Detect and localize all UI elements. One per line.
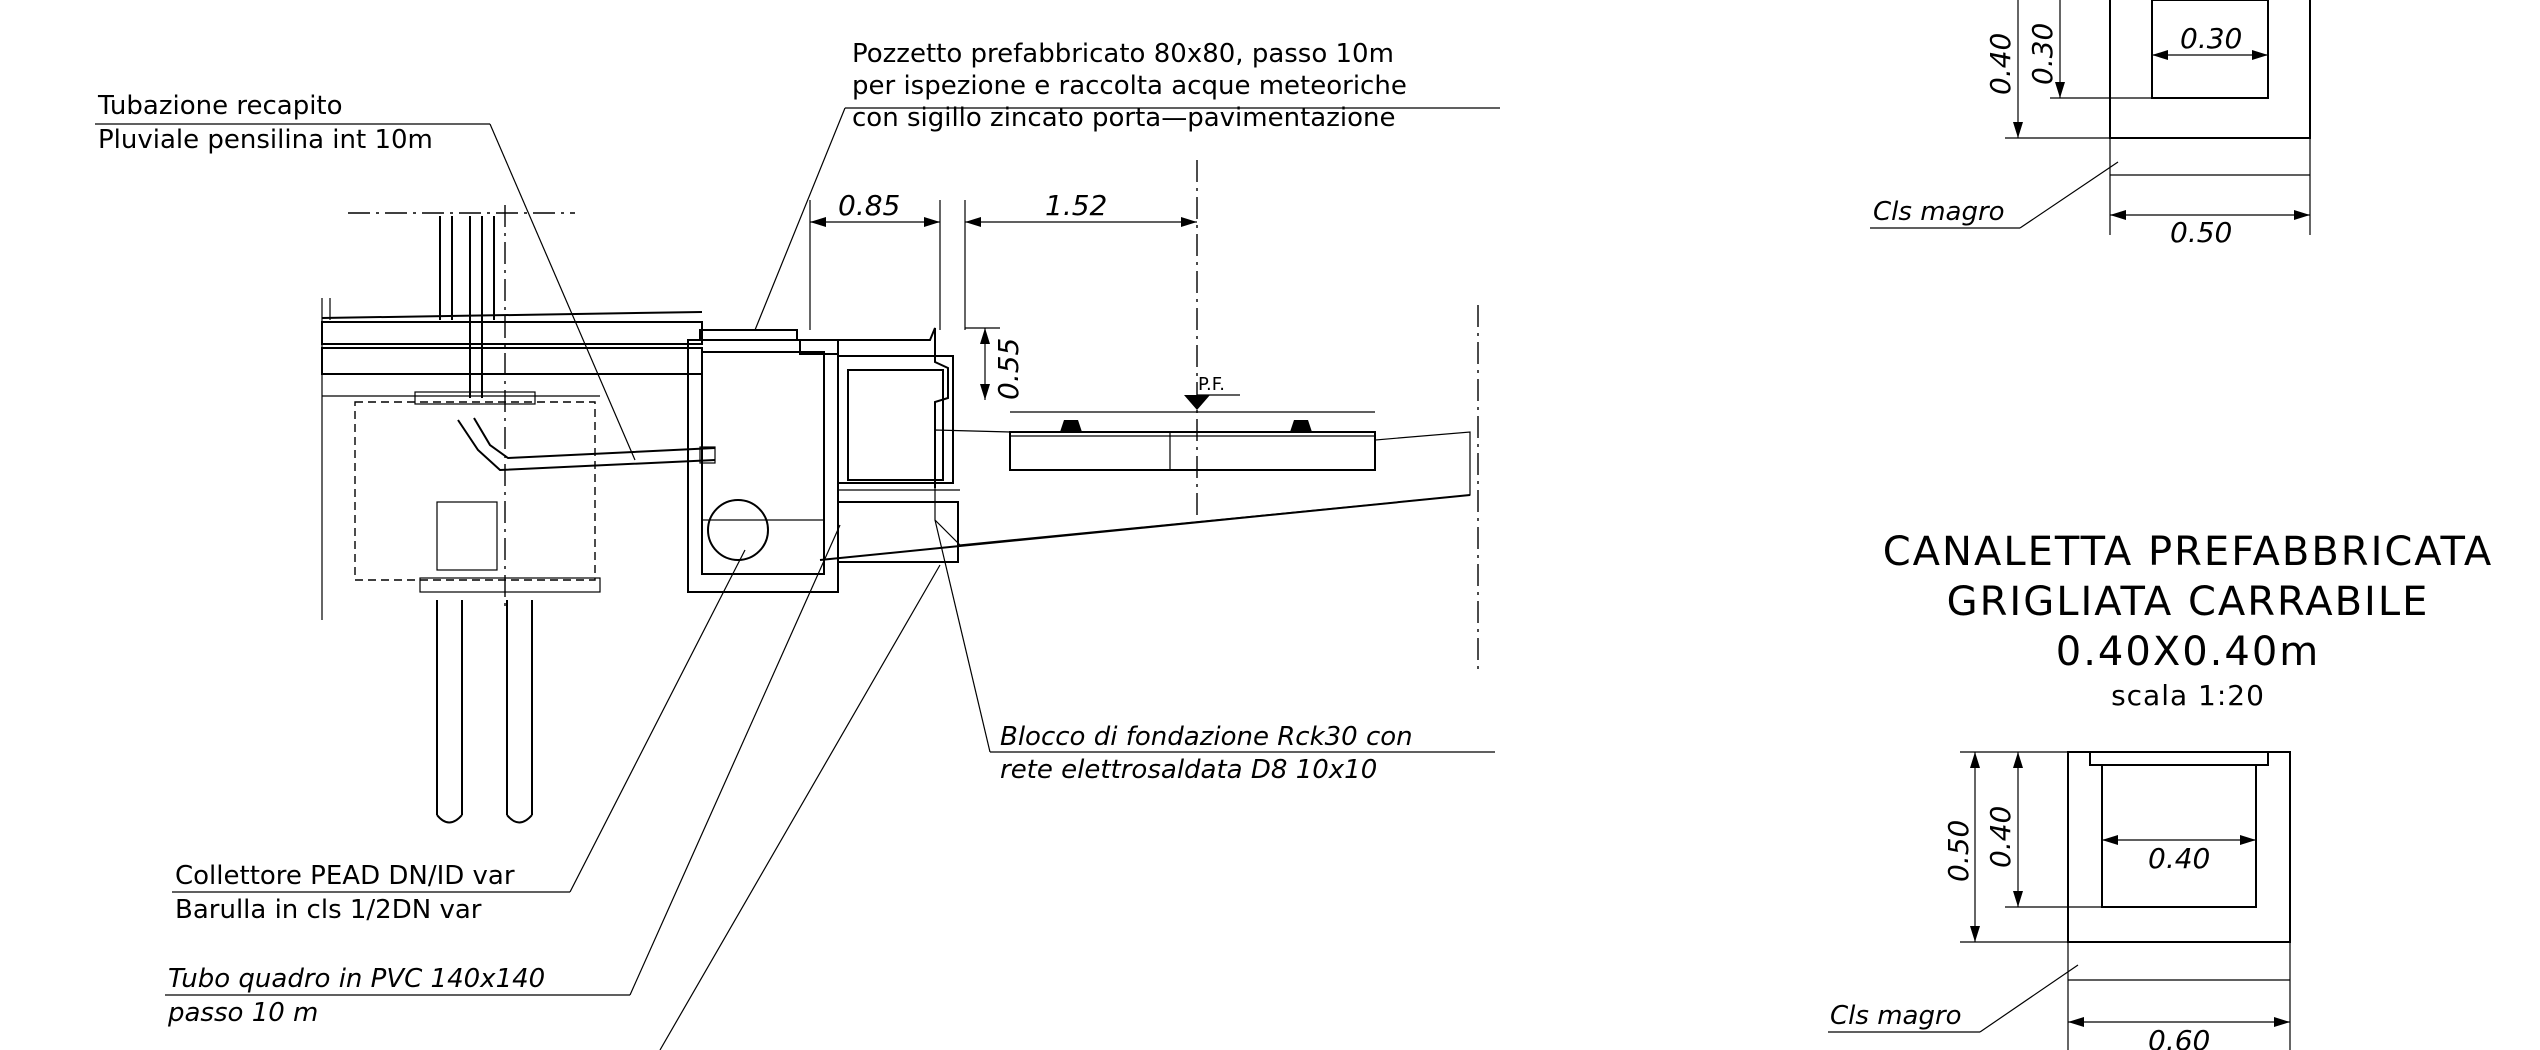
pillar-foundation <box>322 205 601 824</box>
blocco-label-2: rete elettrosaldata D8 10x10 <box>1000 755 1377 785</box>
top-inner-width: 0.30 <box>2180 22 2242 55</box>
dim-152: 1.52 <box>1045 189 1107 222</box>
pozzetto-label-3: con sigillo zincato porta—pavimentazione <box>852 103 1395 133</box>
section-dimensions <box>809 200 1197 400</box>
dim-055: 0.55 <box>992 338 1025 400</box>
bottom-outer-width: 0.60 <box>2148 1024 2210 1050</box>
tubazione-label-2: Pluviale pensilina int 10m <box>98 125 433 155</box>
blocco-label-1: Blocco di fondazione Rck30 con <box>1000 722 1413 752</box>
top-detail <box>1870 0 2311 235</box>
bottom-outer-height: 0.50 <box>1942 820 1975 882</box>
downpipe <box>457 417 716 472</box>
leader-lines <box>95 107 1500 1050</box>
tubo-label-2: passo 10 m <box>167 998 318 1028</box>
canaletta-scale: scala 1:20 <box>2111 679 2265 712</box>
tubazione-label-1: Tubazione recapito <box>97 91 343 121</box>
top-cls-label: Cls magro <box>1873 197 2005 227</box>
pf-label: P.F. <box>1198 374 1225 395</box>
canaletta-title-2: GRIGLIATA CARRABILE <box>1947 579 2430 625</box>
cross-section: P.F. 0.85 1.52 0.55 <box>95 39 1500 1050</box>
tubo-label-1: Tubo quadro in PVC 140x140 <box>168 964 545 994</box>
canaletta-title-1: CANALETTA PREFABBRICATA <box>1883 529 2494 575</box>
platform-slab <box>321 298 703 620</box>
manhole <box>687 329 839 593</box>
top-inner-height: 0.30 <box>2026 23 2059 85</box>
top-outer-width: 0.50 <box>2170 216 2232 249</box>
pozzetto-label-1: Pozzetto prefabbricato 80x80, passo 10m <box>852 39 1394 69</box>
collettore-label-1: Collettore PEAD DN/ID var <box>175 861 515 891</box>
bottom-inner-height: 0.40 <box>1984 806 2017 868</box>
bottom-inner-width: 0.40 <box>2148 842 2210 875</box>
pozzetto-label-2: per ispezione e raccolta acque meteorich… <box>852 71 1407 101</box>
dim-085: 0.85 <box>838 189 900 222</box>
ballast-track <box>934 160 1479 670</box>
bottom-detail <box>1828 751 2291 1050</box>
collettore-label-2: Barulla in cls 1/2DN var <box>175 895 482 925</box>
top-outer-height: 0.40 <box>1984 33 2017 95</box>
canaletta-title-3: 0.40X0.40m <box>2056 629 2321 675</box>
bottom-cls-label: Cls magro <box>1830 1001 1962 1031</box>
